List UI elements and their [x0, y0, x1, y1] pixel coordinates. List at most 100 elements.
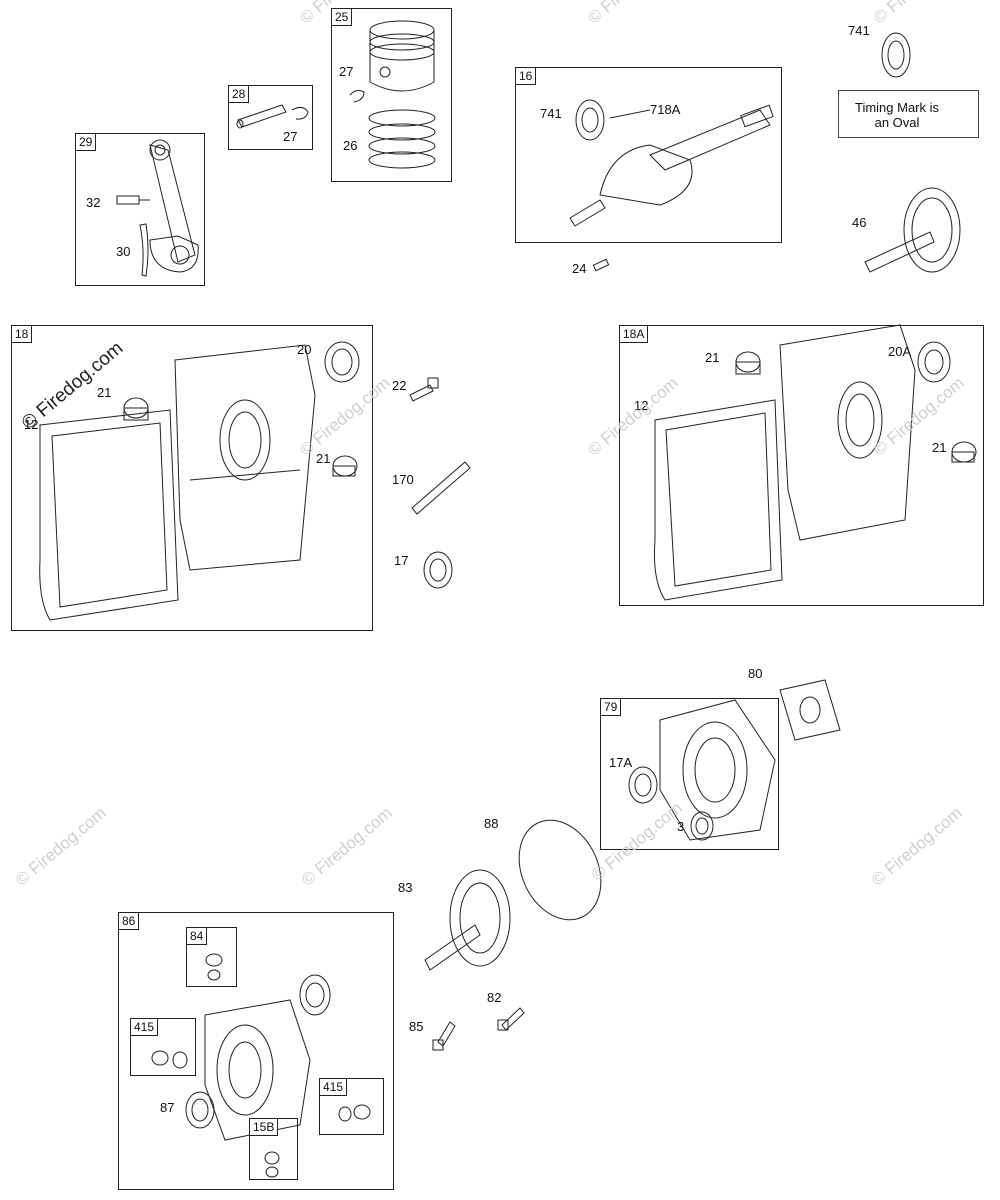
part-label-21-18A-fill: 21 — [705, 350, 720, 365]
timing-mark-note-line2: an Oval — [874, 115, 920, 130]
box-label-84: 84 — [187, 928, 208, 945]
wrist-pin-icon — [236, 104, 287, 129]
part-label-30: 30 — [116, 244, 131, 259]
gasket-icon — [39, 409, 179, 621]
vent-plug-84-icon — [205, 953, 223, 981]
gear-shaft-icon — [424, 869, 511, 971]
crank-key-icon — [592, 258, 610, 272]
frame-25 — [331, 8, 452, 182]
bolt-82-icon — [497, 1007, 525, 1031]
connecting-rod-icon — [149, 139, 199, 273]
plug-15B-icon — [264, 1151, 280, 1178]
part-label-83: 83 — [398, 880, 413, 895]
timing-gear-icon — [881, 32, 911, 78]
part-label-32: 32 — [86, 195, 101, 210]
gear-case-icon — [204, 999, 311, 1141]
part-label-22: 22 — [392, 378, 407, 393]
part-label-718A: 718A — [650, 102, 681, 117]
box-label-415b: 415 — [320, 1079, 348, 1096]
part-label-3: 3 — [677, 819, 685, 834]
part-label-20A: 20A — [888, 344, 912, 359]
flange-gasket-icon — [779, 679, 841, 741]
crank-gear-icon — [575, 99, 605, 141]
frame-16 — [515, 67, 782, 243]
part-label-21-18A-drain: 21 — [932, 440, 947, 455]
bearing-86-icon — [299, 974, 331, 1016]
bearing-seal-icon — [423, 551, 453, 589]
part-label-88: 88 — [484, 816, 499, 831]
stud-icon — [411, 461, 471, 515]
bolt-85-icon — [432, 1021, 456, 1051]
pin-clip-icon — [291, 106, 309, 120]
seal-3-icon — [690, 811, 714, 841]
oil-fill-plug-18A-icon — [735, 351, 761, 375]
timing-mark-note-text: Timing Mark is an Oval — [847, 100, 947, 130]
oil-seal-icon — [324, 341, 360, 383]
part-label-12: 12 — [24, 417, 39, 432]
bearing-17A-icon — [628, 766, 658, 804]
piston-rings-icon — [368, 109, 436, 169]
oil-fill-plug-icon — [123, 397, 149, 421]
frame-18A — [619, 325, 984, 606]
box-label-79: 79 — [601, 699, 622, 716]
box-label-415a: 415 — [131, 1019, 159, 1036]
o-ring-icon — [518, 819, 602, 921]
drain-plug-icon — [332, 455, 358, 477]
box-label-16: 16 — [516, 68, 537, 85]
part-label-21-drain: 21 — [316, 451, 331, 466]
part-label-17: 17 — [394, 553, 409, 568]
timing-mark-note: Timing Mark is an Oval — [838, 90, 979, 138]
part-label-27-piston: 27 — [339, 64, 354, 79]
oil-seal-20A-icon — [917, 341, 951, 383]
drain-plug-18A-icon — [951, 441, 977, 463]
box-label-86: 86 — [119, 913, 140, 930]
part-label-27-pin: 27 — [283, 129, 298, 144]
part-label-741-gear: 741 — [848, 23, 870, 38]
box-label-18: 18 — [12, 326, 33, 343]
crankshaft-icon — [569, 104, 774, 227]
part-label-87: 87 — [160, 1100, 175, 1115]
box-label-25: 25 — [332, 9, 353, 26]
part-label-12-18A: 12 — [634, 398, 649, 413]
box-label-15B: 15B — [250, 1119, 279, 1136]
part-label-46: 46 — [852, 215, 867, 230]
frame-29 — [75, 133, 205, 286]
frame-86 — [118, 912, 394, 1190]
timing-mark-note-line1: Timing Mark is — [854, 100, 940, 115]
box-label-28: 28 — [229, 86, 250, 103]
camshaft-icon — [864, 187, 961, 273]
part-label-741-crank: 741 — [540, 106, 562, 121]
frame-415a — [130, 1018, 196, 1076]
seal-87-icon — [185, 1091, 215, 1129]
frame-15B — [249, 1118, 298, 1180]
part-label-24: 24 — [572, 261, 587, 276]
piston-clip-icon — [349, 90, 365, 103]
rod-bolt-icon — [116, 195, 150, 205]
box-label-18A: 18A — [620, 326, 649, 343]
rod-cap-icon — [139, 223, 149, 277]
part-label-17A: 17A — [609, 755, 633, 770]
frame-28 — [228, 85, 313, 150]
piston-icon — [369, 20, 435, 92]
part-label-80: 80 — [748, 666, 763, 681]
part-label-26: 26 — [343, 138, 358, 153]
gasket-18A-icon — [654, 399, 783, 601]
frame-84 — [186, 927, 237, 987]
part-label-21-fill: 21 — [97, 385, 112, 400]
part-label-20: 20 — [297, 342, 312, 357]
gear-housing-icon — [659, 699, 776, 841]
crankcase-cover-icon — [174, 344, 316, 571]
leader-line-718A — [609, 109, 651, 119]
part-label-82: 82 — [487, 990, 502, 1005]
plug-415b-icon — [338, 1104, 371, 1122]
frame-79 — [600, 698, 779, 850]
frame-18 — [11, 325, 373, 631]
part-label-85: 85 — [409, 1019, 424, 1034]
frame-415b — [319, 1078, 384, 1135]
box-label-29: 29 — [76, 134, 97, 151]
cover-bolt-icon — [409, 377, 439, 402]
part-label-170: 170 — [392, 472, 414, 487]
plug-415a-icon — [151, 1050, 188, 1069]
